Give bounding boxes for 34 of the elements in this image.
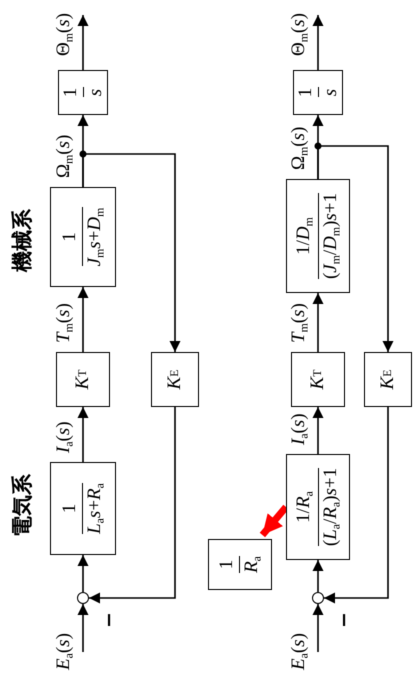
- numerator: 1: [60, 88, 80, 98]
- minus-sign: −: [335, 612, 354, 628]
- signal-arrow: [312, 293, 324, 352]
- transfer-function-block: [286, 179, 350, 293]
- summing-junction: [312, 592, 324, 604]
- signal-arrow: [324, 407, 389, 604]
- transfer-function-block: [58, 70, 108, 115]
- numerator: 1: [216, 560, 237, 570]
- signal-arrow: [312, 407, 324, 454]
- numerator: 1: [60, 232, 80, 242]
- transfer-function-block: [208, 539, 272, 590]
- summing-junction: [77, 592, 89, 604]
- signal-arrow: [78, 287, 88, 352]
- minus-sign: −: [100, 612, 119, 628]
- signal-arrow: [317, 145, 394, 352]
- transfer-function-block: [293, 70, 343, 115]
- transfer-function-block: [286, 454, 350, 560]
- signal-arrow: [312, 604, 324, 652]
- section-heading: 機械系: [9, 209, 35, 272]
- signal-arrow: [312, 15, 324, 70]
- numerator: 1: [296, 88, 316, 98]
- signal-arrow: [78, 555, 88, 592]
- signal-arrow: [78, 15, 88, 70]
- signal-arrow: [312, 560, 324, 592]
- denominator: s: [86, 88, 106, 96]
- signal-arrow: [82, 153, 180, 352]
- signal-arrow: [78, 604, 88, 652]
- denominator: s: [320, 88, 340, 96]
- signal-arrow: [89, 407, 176, 604]
- section-heading: 電気系: [9, 474, 35, 537]
- signal-arrow: [78, 407, 88, 462]
- numerator: 1: [60, 504, 80, 514]
- transfer-function-block: [50, 462, 116, 555]
- transfer-function-block: [50, 187, 116, 287]
